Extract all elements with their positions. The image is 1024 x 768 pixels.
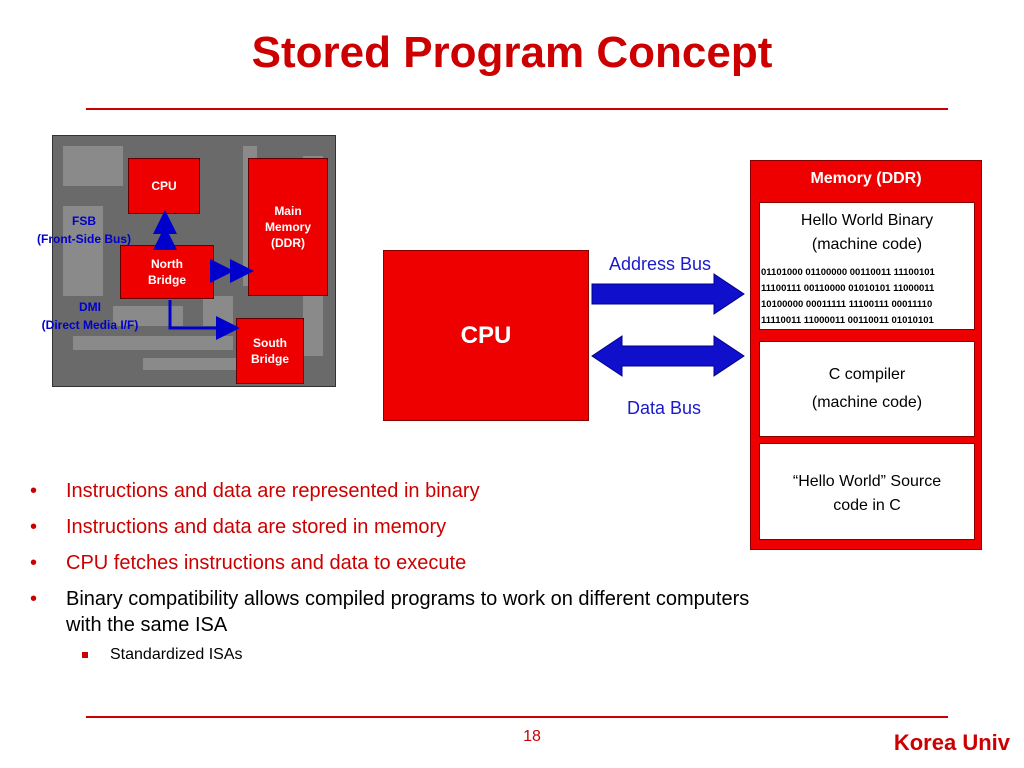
bullet-dot: • bbox=[30, 588, 38, 610]
data-bus-label: Data Bus bbox=[627, 398, 702, 418]
bullet-text: Instructions and data are stored in memo… bbox=[66, 516, 447, 538]
binary-title: Hello World Binary (machine code) bbox=[800, 212, 934, 253]
bullet-dot: • bbox=[30, 516, 38, 538]
bullet-text: Binary compatibility allows compiled pro… bbox=[66, 588, 750, 636]
bullet-item: • CPU fetches instructions and data to ex… bbox=[30, 550, 750, 576]
binary-line: 10100000 00011111 11100111 00011110 bbox=[761, 299, 933, 310]
bullet-list: • Instructions and data are represented i… bbox=[30, 478, 750, 664]
source-region: “Hello World” Source code in C bbox=[759, 443, 975, 540]
mobo-main-memory-box: Main Memory (DDR) bbox=[248, 158, 328, 296]
binary-line: 01101000 01100000 00110011 11100101 bbox=[761, 267, 935, 278]
bullet-text: Instructions and data are represented in… bbox=[66, 480, 480, 502]
compiler-text: C compiler (machine code) bbox=[811, 366, 923, 411]
bullet-item: • Instructions and data are stored in mem… bbox=[30, 514, 750, 540]
footer-logo-text: Korea Univ bbox=[893, 730, 1010, 755]
source-text: “Hello World” Source code in C bbox=[792, 473, 942, 514]
bullet-item: • Instructions and data are represented i… bbox=[30, 478, 750, 504]
fsb-label: FSB (Front-Side Bus) bbox=[37, 214, 131, 246]
binary-region: Hello World Binary (machine code) 011010… bbox=[759, 202, 975, 330]
mobo-south-bridge-box: South Bridge bbox=[236, 318, 304, 384]
footer-divider bbox=[86, 716, 948, 718]
slide-title: Stored Program Concept bbox=[251, 28, 773, 77]
bullet-dot: • bbox=[30, 552, 38, 574]
binary-line: 11100111 00110000 01010101 11000011 bbox=[761, 283, 935, 294]
compiler-region: C compiler (machine code) bbox=[759, 341, 975, 437]
bullet-dot: • bbox=[30, 480, 38, 502]
binary-line: 11110011 11000011 00110011 01010101 bbox=[761, 315, 934, 326]
memory-title: Memory (DDR) bbox=[810, 170, 922, 187]
address-bus-label: Address Bus bbox=[609, 254, 712, 274]
page-number: 18 bbox=[523, 728, 541, 745]
bullet-text: CPU fetches instructions and data to exe… bbox=[66, 552, 467, 574]
dmi-label: DMI (Direct Media I/F) bbox=[41, 300, 139, 332]
bullet-item: • Binary compatibility allows compiled pr… bbox=[30, 586, 750, 638]
sub-bullet-text: Standardized ISAs bbox=[110, 646, 243, 663]
bus-arrows bbox=[591, 273, 745, 377]
sub-bullet-item: Standardized ISAs bbox=[30, 646, 750, 664]
sub-bullet-marker bbox=[82, 652, 88, 658]
cpu-block: CPU bbox=[383, 250, 589, 421]
title-divider bbox=[86, 108, 948, 110]
mobo-north-bridge-box: North Bridge bbox=[120, 245, 214, 299]
